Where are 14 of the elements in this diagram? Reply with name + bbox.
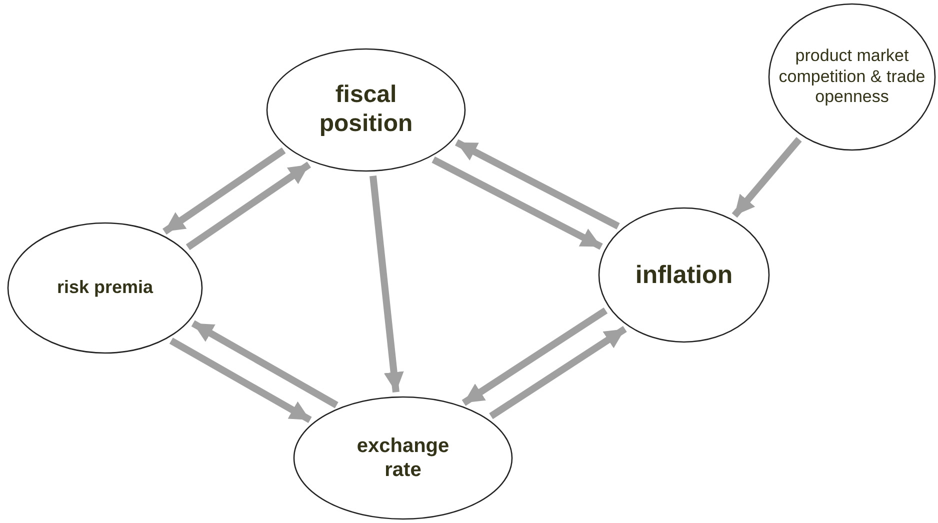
arrow xyxy=(162,147,286,235)
node-label: product market competition & trade openness xyxy=(778,46,926,108)
node-label: inflation xyxy=(634,260,734,290)
node-label: risk premia xyxy=(56,277,154,299)
node-label: exchange rate xyxy=(356,434,450,482)
arrow xyxy=(370,175,404,392)
arrow xyxy=(454,139,620,230)
node-label: fiscal position xyxy=(318,81,414,139)
arrow xyxy=(732,137,802,218)
arrow xyxy=(462,308,608,406)
arrow xyxy=(191,320,338,408)
arrow xyxy=(169,338,312,423)
arrow xyxy=(432,156,603,250)
arrow xyxy=(186,162,312,250)
